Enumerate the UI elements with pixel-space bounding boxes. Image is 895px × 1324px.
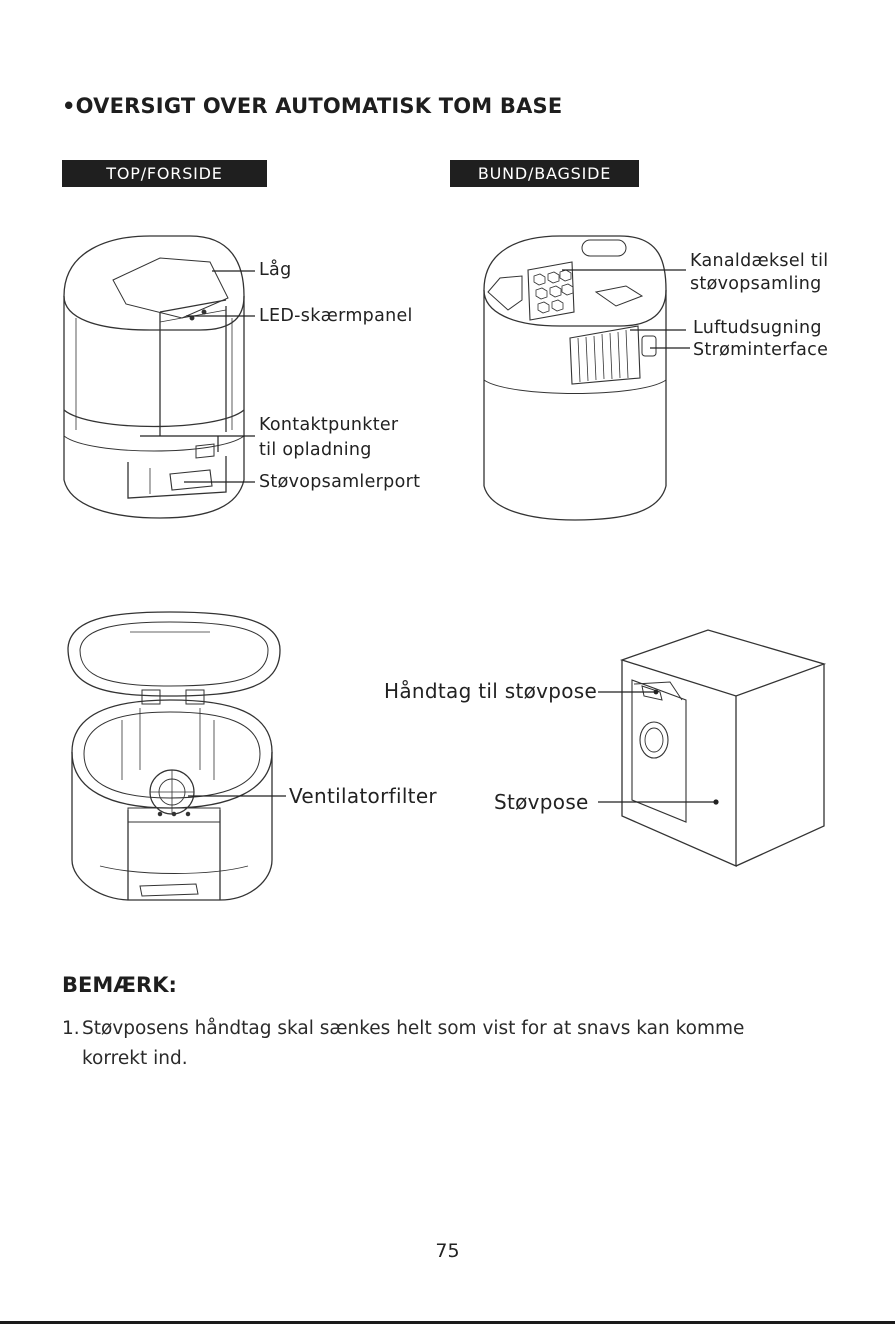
label-air-outlet: Luftudsugning: [693, 316, 822, 340]
label-power-interface: Strøminterface: [693, 338, 828, 362]
note-number: 1.: [62, 1014, 82, 1044]
page-number: 75: [0, 1240, 895, 1262]
label-duct-line2: støvopsamling: [690, 272, 822, 296]
label-lid: Låg: [259, 258, 291, 282]
note-line-2: korrekt ind.: [62, 1044, 822, 1074]
label-bag-handle: Håndtag til støvpose: [384, 679, 597, 703]
label-contacts-line2: til opladning: [259, 438, 372, 462]
label-dust-bag: Støvpose: [494, 790, 589, 814]
note-heading: BEMÆRK:: [62, 973, 177, 997]
label-led-panel: LED-skærmpanel: [259, 304, 413, 328]
label-dust-port: Støvopsamlerport: [259, 470, 420, 494]
label-duct-line1: Kanaldæksel til: [690, 249, 828, 273]
note-item-1: 1.Støvposens håndtag skal sænkes helt so…: [62, 1014, 822, 1074]
label-fan-filter: Ventilatorfilter: [289, 784, 437, 808]
note-line-1: Støvposens håndtag skal sænkes helt som …: [82, 1018, 744, 1039]
label-contacts-line1: Kontaktpunkter: [259, 413, 398, 437]
